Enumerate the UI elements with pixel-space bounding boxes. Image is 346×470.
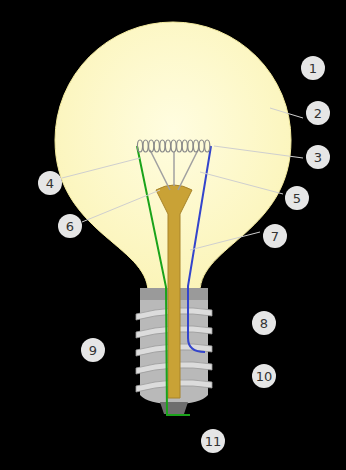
callout-number: 1 — [301, 56, 325, 80]
glass-stem — [156, 185, 192, 398]
leader-lines — [62, 108, 303, 250]
coil-turn — [160, 140, 165, 152]
lead-in-wire — [137, 146, 190, 415]
callout-number: 7 — [263, 224, 287, 248]
callout-number: 2 — [306, 101, 330, 125]
coil-turn — [193, 140, 198, 152]
coil-turn — [205, 140, 210, 152]
callout-number: 3 — [306, 145, 330, 169]
callout-number: 4 — [38, 171, 62, 195]
coil-turn — [143, 140, 148, 152]
callout-number: 5 — [285, 186, 309, 210]
support-wires — [150, 150, 198, 190]
coil-turn — [199, 140, 204, 152]
callout-number: 8 — [252, 311, 276, 335]
coil-turn — [137, 140, 142, 152]
contact-insulator — [160, 402, 188, 414]
filament-coil — [137, 140, 209, 152]
coil-turn — [171, 140, 176, 152]
coil-turn — [149, 140, 154, 152]
coil-turn — [177, 140, 182, 152]
callout-number: 6 — [58, 214, 82, 238]
coil-turn — [188, 140, 193, 152]
coil-turn — [165, 140, 170, 152]
callout-number: 10 — [252, 364, 276, 388]
lead-in-wire — [188, 146, 211, 352]
coil-turn — [154, 140, 159, 152]
callout-number: 9 — [81, 338, 105, 362]
callout-number: 11 — [201, 429, 225, 453]
coil-turn — [182, 140, 187, 152]
